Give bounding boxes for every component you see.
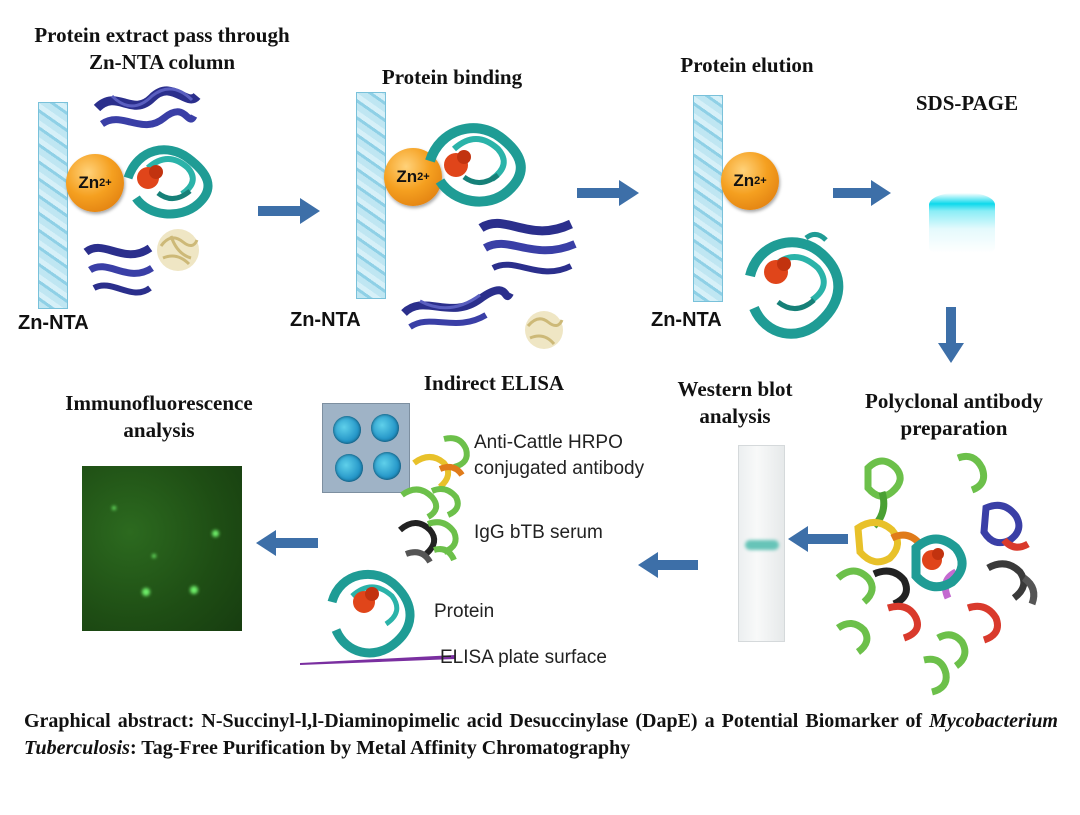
protein-structure-icon — [93, 86, 201, 129]
zn-nta-column-icon — [356, 92, 386, 299]
elisa-plate-photo — [322, 403, 410, 493]
elisa-surface-label: ELISA plate surface — [440, 647, 607, 668]
fluorescent-spot — [212, 530, 219, 537]
caption-species: Mycobacterium Tuberculosis — [24, 710, 1058, 759]
fluorescent-spot — [142, 588, 150, 596]
step-extract-title: Protein extract pass through Zn-NTA colu… — [34, 23, 290, 74]
contaminant-globule-icon — [157, 229, 199, 271]
zn-nta-label: Zn-NTA — [290, 309, 361, 331]
step-elution-title: Protein elution — [680, 53, 814, 77]
contaminant-protein-icon — [83, 243, 154, 296]
western-blot-band — [745, 540, 779, 550]
graphical-abstract-caption: Graphical abstract: N-Succinyl-l,l-Diami… — [24, 708, 1058, 762]
zn-nta-label: Zn-NTA — [651, 309, 722, 331]
elisa-serum-label: IgG bTB serum — [474, 522, 603, 543]
step-sds-title: SDS-PAGE — [915, 91, 1019, 115]
zinc-symbol: Zn — [733, 171, 755, 190]
arrow-left-icon — [788, 526, 848, 552]
elisa-protein-icon — [327, 569, 415, 658]
zinc-charge: 2+ — [99, 177, 112, 189]
step-elisa-title: Indirect ELISA — [423, 371, 565, 395]
target-protein-icon — [425, 123, 526, 207]
step-polyclonal-title: Polyclonal antibody preparation — [865, 389, 1043, 440]
caption-text: Graphical abstract: N-Succinyl-l,l-Diami… — [24, 710, 930, 732]
elisa-plate-surface — [300, 655, 455, 665]
zn-nta-label: Zn-NTA — [18, 312, 89, 334]
zinc-charge: 2+ — [754, 175, 767, 187]
fluorescent-spot — [112, 506, 116, 510]
arrow-right-icon — [833, 180, 891, 206]
arrow-left-icon — [638, 552, 698, 578]
step-binding-title: Protein binding — [381, 65, 523, 89]
elisa-protein-label: Protein — [434, 601, 495, 622]
zinc-symbol: Zn — [396, 167, 418, 186]
elisa-well — [333, 416, 361, 444]
contaminant-protein-icon — [401, 286, 514, 330]
arrow-right-icon — [258, 198, 320, 224]
elisa-well — [371, 414, 399, 442]
step-western-title: Western blot analysis — [677, 377, 793, 428]
hrpo-antibody-icon — [400, 435, 470, 520]
fluorescent-spot — [190, 586, 198, 594]
elisa-antibody-label: Anti-Cattle HRPO conjugated antibody — [474, 432, 645, 479]
elisa-well — [335, 454, 363, 482]
zinc-symbol: Zn — [78, 173, 100, 192]
zn-nta-column-icon — [38, 102, 68, 309]
arrow-down-icon — [938, 307, 964, 363]
sds-page-band — [929, 193, 995, 253]
antibody-cluster-icon — [835, 452, 1038, 696]
zn-nta-column-icon — [693, 95, 723, 302]
arrow-left-icon — [256, 530, 318, 556]
caption-text-end: : Tag-Free Purification by Metal Affinit… — [129, 737, 631, 759]
target-protein-icon — [123, 145, 213, 219]
fluorescent-spot — [152, 554, 156, 558]
contaminant-globule-icon — [525, 311, 564, 349]
elisa-well — [373, 452, 401, 480]
immunofluorescence-image — [82, 466, 242, 631]
igg-serum-icon — [398, 519, 459, 564]
step-immuno-title: Immunofluorescence analysis — [65, 391, 253, 442]
eluted-protein-icon — [745, 232, 844, 339]
arrow-right-icon — [577, 180, 639, 206]
western-blot-strip — [738, 445, 785, 642]
zinc-charge: 2+ — [417, 171, 430, 183]
contaminant-protein-icon — [478, 218, 577, 275]
